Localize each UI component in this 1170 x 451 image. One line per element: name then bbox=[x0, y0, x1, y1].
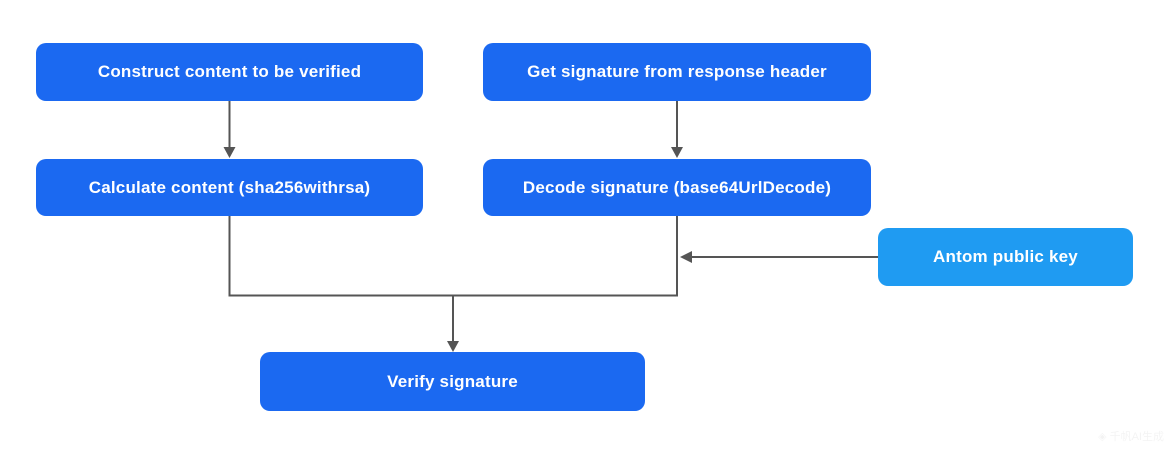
node-decode-signature: Decode signature (base64UrlDecode) bbox=[483, 159, 871, 216]
watermark-text: 千帆AI生成 bbox=[1110, 428, 1164, 444]
edge-getsignature-to-decode bbox=[671, 101, 683, 158]
node-construct-content: Construct content to be verified bbox=[36, 43, 423, 101]
edge-antomkey-to-decode-branch bbox=[680, 251, 878, 263]
edge-merge-to-verify bbox=[447, 295, 459, 352]
node-antom-public-key: Antom public key bbox=[878, 228, 1133, 286]
node-calculate-content: Calculate content (sha256withrsa) bbox=[36, 159, 423, 216]
edge-construct-to-calculate bbox=[223, 101, 236, 158]
edge-merge-bar bbox=[228, 216, 678, 297]
watermark: ◈ 千帆AI生成 bbox=[1098, 428, 1164, 444]
node-get-signature: Get signature from response header bbox=[483, 43, 871, 101]
node-verify-signature: Verify signature bbox=[260, 352, 645, 411]
watermark-logo-icon: ◈ bbox=[1098, 430, 1106, 443]
